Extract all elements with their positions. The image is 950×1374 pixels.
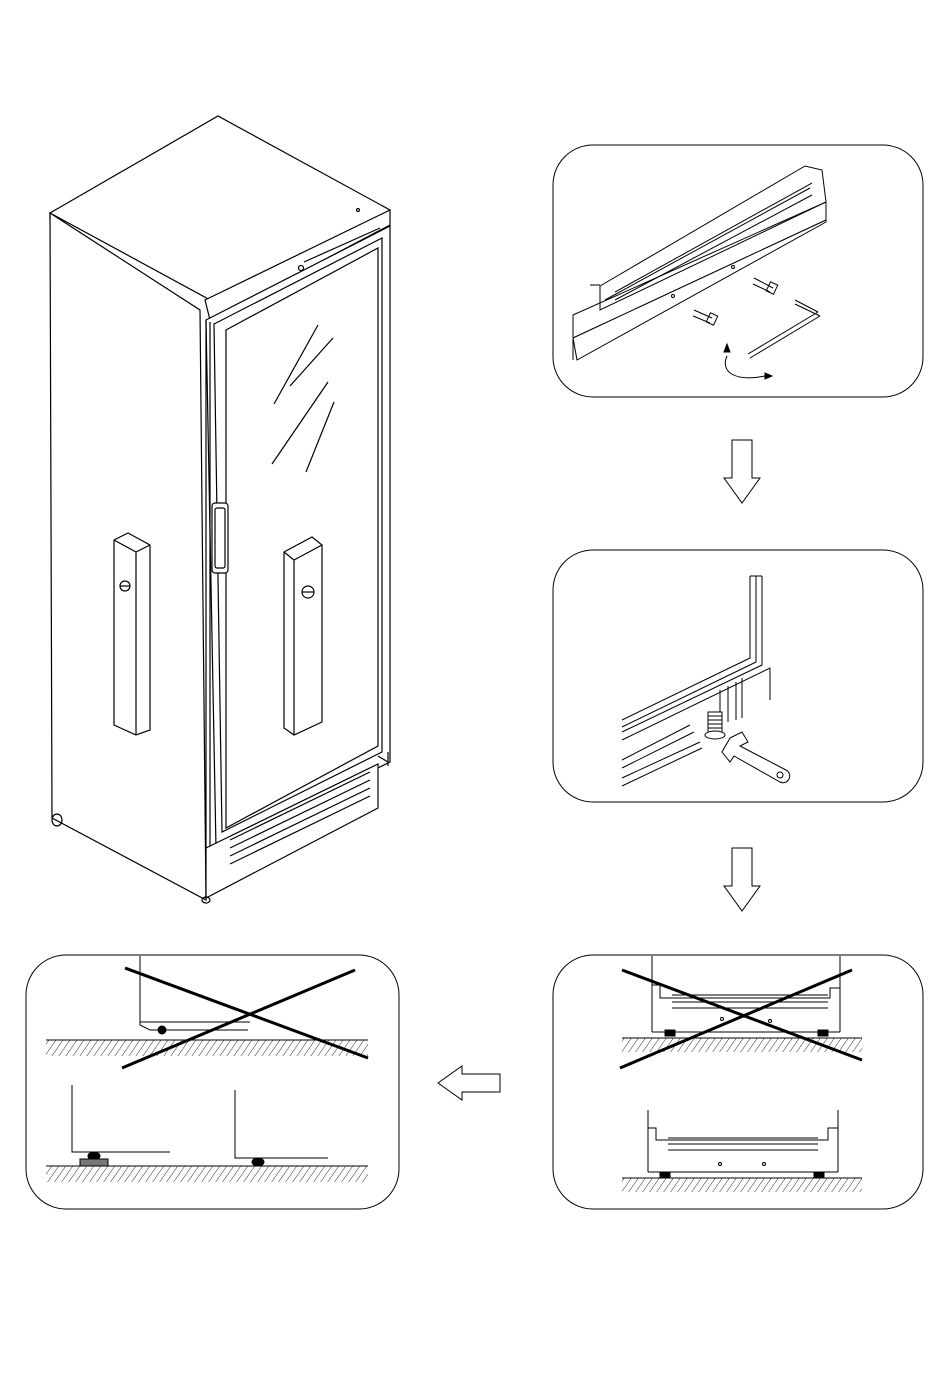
transport-bracket-side (114, 533, 150, 735)
cabinet-illustration (50, 116, 390, 903)
step-4-panel (26, 955, 399, 1209)
step-1-panel (553, 145, 923, 397)
transport-bracket-door (284, 537, 322, 735)
foot-pad (80, 1159, 108, 1166)
left-arrow (438, 1066, 500, 1100)
down-arrow-2 (724, 848, 760, 911)
step-3-panel (553, 955, 923, 1209)
step-2-panel (553, 550, 923, 802)
leveling-foot-icon (708, 712, 722, 732)
down-arrow-1 (724, 440, 760, 503)
